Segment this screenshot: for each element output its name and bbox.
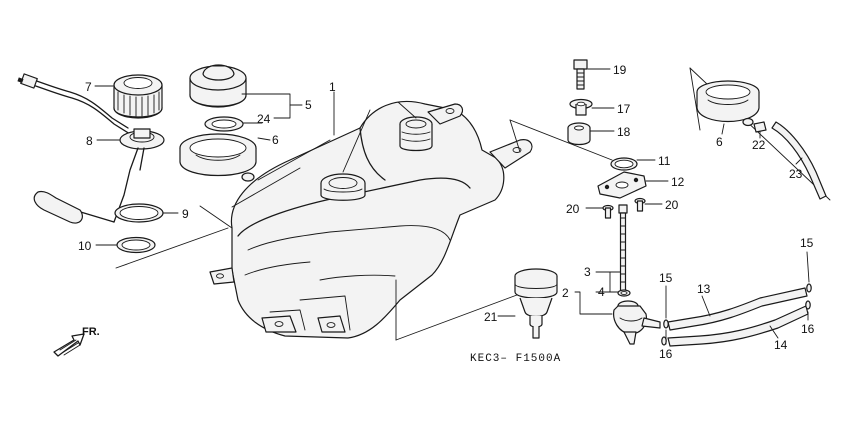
front-direction-arrow: FR. (53, 326, 100, 357)
callout-11: 11 (658, 154, 671, 168)
rubber-18 (567, 122, 591, 146)
filler-strainer-6b (696, 80, 760, 127)
fuel-tube-13 (667, 287, 808, 331)
o-ring-11 (610, 157, 638, 171)
callout-12: 12 (671, 175, 685, 189)
bolt-19 (573, 59, 588, 90)
drawing-code: KEC3– F1500A (470, 353, 561, 365)
callout-18: 18 (617, 125, 631, 139)
callout-13: 13 (697, 282, 711, 296)
callout-15a: 15 (659, 271, 673, 285)
callout-6: 6 (272, 133, 279, 147)
callout-5: 5 (305, 98, 312, 112)
drain-tube-23 (771, 121, 827, 200)
clip-16b (805, 300, 811, 310)
callout-16b: 16 (801, 322, 815, 336)
callout-2: 2 (562, 286, 569, 300)
screw-20a (602, 204, 614, 219)
fuel-filter-21 (514, 268, 558, 339)
callout-20a: 20 (566, 202, 580, 216)
callout-24: 24 (257, 112, 271, 126)
filler-ring-7 (113, 74, 163, 119)
callout-19: 19 (613, 63, 627, 77)
callout-1: 1 (329, 80, 336, 94)
callout-numbers: 1 2 3 4 5 6 6 7 8 9 10 11 12 13 14 15 15… (78, 63, 815, 361)
direction-label: FR. (82, 326, 100, 338)
gasket-24 (204, 116, 244, 132)
o-ring-9 (114, 203, 164, 223)
fuel-cock-2 (613, 300, 661, 345)
fuel-sender-unit (17, 73, 165, 224)
fuel-tank (209, 91, 533, 339)
callout-23: 23 (789, 167, 803, 181)
clip-16a (661, 336, 667, 346)
plate-12 (597, 171, 647, 199)
callout-9: 9 (182, 207, 189, 221)
callout-4: 4 (598, 285, 605, 299)
filler-strainer-6 (179, 133, 257, 182)
collar-17 (569, 98, 593, 116)
o-ring-4 (617, 289, 631, 297)
callout-20b: 20 (665, 198, 679, 212)
callout-10: 10 (78, 239, 92, 253)
callout-16a: 16 (659, 347, 673, 361)
callout-21: 21 (484, 310, 498, 324)
callout-14: 14 (774, 338, 788, 352)
clip-22 (753, 121, 767, 133)
callout-6b: 6 (716, 135, 723, 149)
callout-22: 22 (752, 138, 766, 152)
callout-15b: 15 (800, 236, 814, 250)
callout-8: 8 (86, 134, 93, 148)
callout-17: 17 (617, 102, 631, 116)
callout-3: 3 (584, 265, 591, 279)
strainer-pipe-3 (618, 204, 628, 292)
screw-20b (634, 197, 646, 212)
leader-lines (94, 68, 810, 345)
o-ring-10 (116, 236, 156, 254)
fuel-cap-5 (189, 64, 247, 108)
clip-15a (663, 319, 669, 329)
clip-15b (806, 283, 812, 293)
callout-7: 7 (85, 80, 92, 94)
